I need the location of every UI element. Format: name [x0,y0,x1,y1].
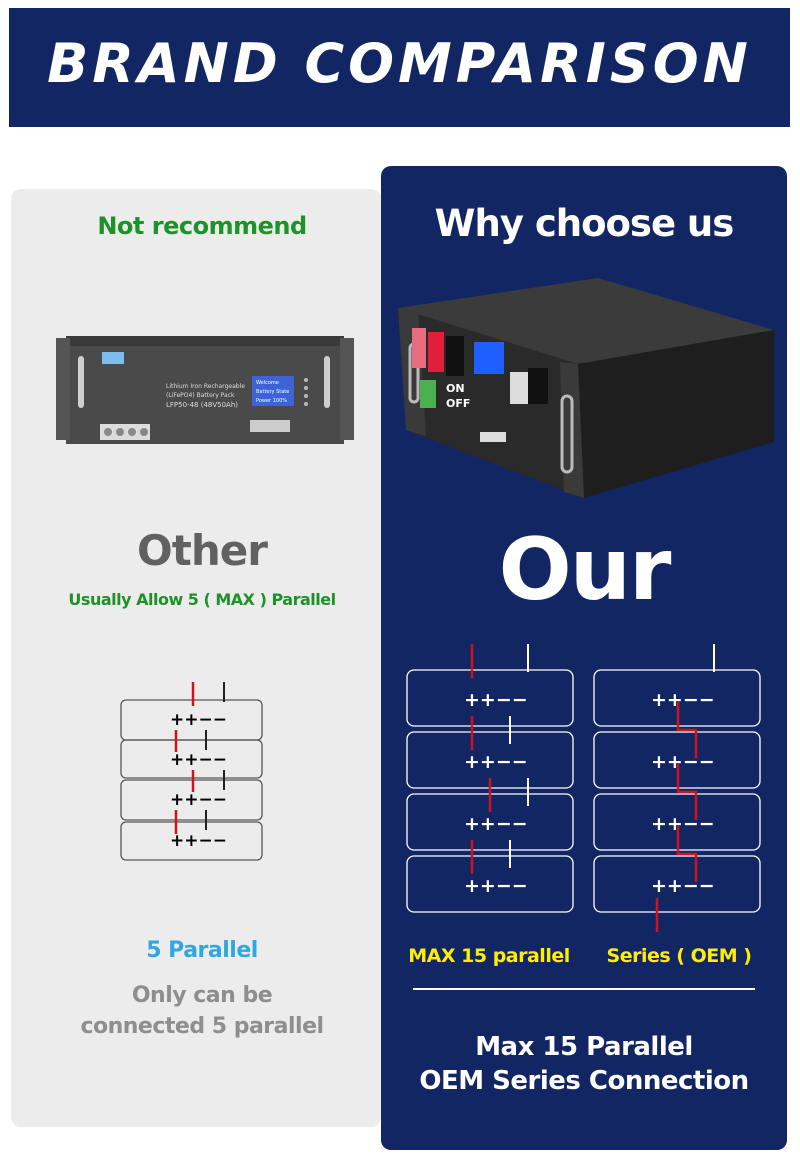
terminal-signs: ++−− [651,875,715,897]
our-parallel-diagram: ++−− ++−− ++−− ++−− [406,644,574,913]
our-series-diagram: ++−− ++−− ++−− ++−− [593,644,761,932]
terminal-signs: ++−− [464,875,528,897]
switch-on-label: ON [446,382,465,395]
screen-line-3: Power 100% [256,398,287,404]
divider [413,988,755,990]
terminal-signs: ++−− [464,813,528,835]
screen-line-1: Welcome [256,380,279,386]
product-label-2: (LiFePO4) Battery Pack [166,392,235,399]
battery-module [120,821,263,861]
terminal-signs: ++−− [170,750,227,770]
other-title: Other [137,526,268,575]
battery-module [120,739,263,779]
five-parallel-label: 5 Parallel [146,938,258,963]
terminal-signs: ++−− [651,813,715,835]
why-choose-us-heading: Why choose us [434,202,735,245]
max-15-parallel-label: MAX 15 parallel [408,945,570,967]
battery-module [406,855,574,913]
terminal-signs: ++−− [464,689,528,711]
header-banner: BRAND COMPARISON [9,8,790,127]
other-battery-image: Lithium Iron Rechargeable (LiFePO4) Batt… [56,336,354,444]
model-label: LFP50-48 (48V50Ah) [166,401,238,409]
our-title: Our [498,520,672,620]
terminal-signs: ++−− [464,751,528,773]
switch-off-label: OFF [446,397,470,410]
page-title: BRAND COMPARISON [47,32,752,95]
other-note-line-1: Only can be [131,983,273,1008]
terminal-signs: ++−− [170,831,227,851]
battery-module [120,779,263,821]
our-footer-line-1: Max 15 Parallel [475,1032,693,1062]
screen-line-2: Battery State [256,389,289,395]
terminal-signs: ++−− [651,751,715,773]
our-battery-image: ON OFF [398,278,774,498]
terminal-signs: ++−− [651,689,715,711]
other-subtitle: Usually Allow 5 ( MAX ) Parallel [68,590,336,609]
product-label-1: Lithium Iron Rechargeable [166,383,245,390]
other-parallel-diagram: ++−− ++−− ++−− ++−− [120,682,263,861]
terminal-signs: ++−− [170,790,227,810]
series-oem-label: Series ( OEM ) [606,945,752,967]
our-footer-line-2: OEM Series Connection [419,1066,749,1096]
terminal-signs: ++−− [170,710,227,730]
battery-module [406,669,574,727]
battery-module [593,855,761,913]
not-recommend-heading: Not recommend [97,212,307,240]
other-note-line-2: connected 5 parallel [80,1014,324,1039]
